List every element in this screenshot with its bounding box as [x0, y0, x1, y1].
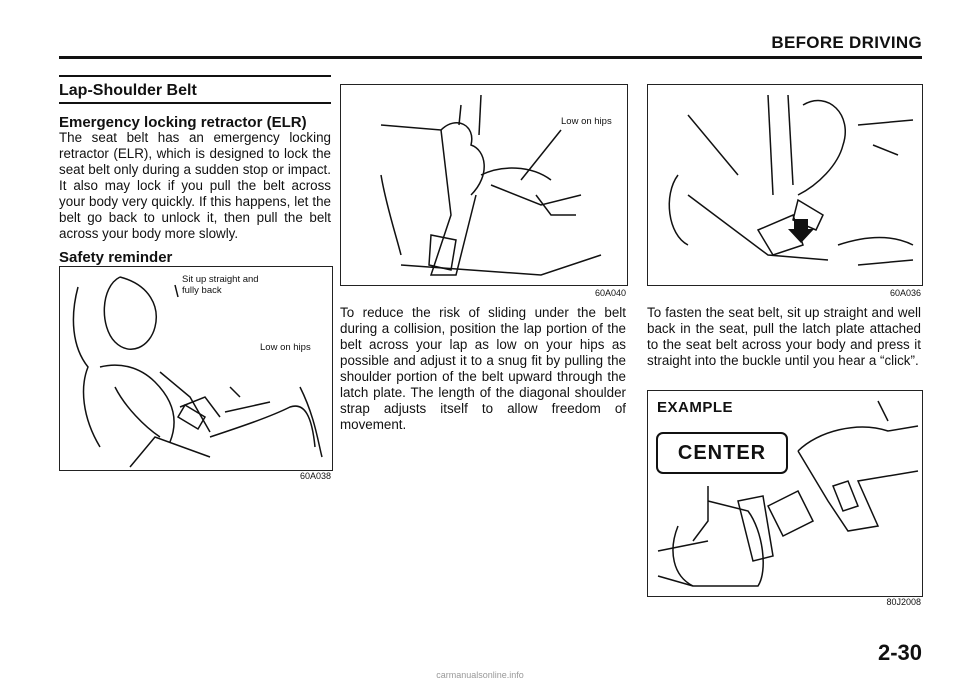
- page-header-title: BEFORE DRIVING: [771, 33, 922, 52]
- figure-sitting-posture: Sit up straight and fully back Low on hi…: [59, 266, 333, 471]
- figure-lap-belt: Low on hips: [340, 84, 628, 286]
- down-arrow-icon: [788, 219, 814, 243]
- figure-fasten-belt: [647, 84, 923, 286]
- fig4-code: 80J2008: [886, 597, 921, 607]
- fig1-code: 60A038: [299, 471, 331, 481]
- safety-reminder-heading: Safety reminder: [59, 249, 173, 266]
- middle-paragraph: To reduce the risk of sliding under the …: [340, 305, 626, 432]
- example-label: EXAMPLE: [657, 399, 734, 416]
- section-rule-bottom: [59, 102, 331, 104]
- center-label: CENTER: [677, 442, 767, 464]
- buckle-example-illustration: [657, 400, 919, 587]
- center-callout: CENTER: [656, 432, 788, 474]
- elr-heading: Emergency locking retractor (ELR): [59, 114, 307, 131]
- fig2-code: 60A040: [594, 288, 626, 298]
- figure-example-buckle: EXAMPLE CENTER: [647, 390, 923, 597]
- fig1-label-posture: Sit up straight and fully back: [182, 274, 259, 296]
- section-title: Lap-Shoulder Belt: [59, 82, 197, 99]
- footer-watermark: carmanualsonline.info: [436, 670, 524, 680]
- page-number: 2-30: [877, 640, 922, 665]
- elr-body: The seat belt has an emergency locking r…: [59, 130, 331, 241]
- lap-belt-illustration: [380, 94, 602, 276]
- header-rule: [59, 56, 922, 59]
- fig2-label-hips: Low on hips: [561, 116, 612, 127]
- section-rule-top: [59, 75, 331, 77]
- fig1-label-hips: Low on hips: [260, 342, 311, 353]
- right-paragraph: To fasten the seat belt, sit up straight…: [647, 305, 921, 368]
- fig3-code: 60A036: [889, 288, 921, 298]
- fasten-buckle-illustration: [668, 94, 914, 266]
- seated-person-illustration: [72, 276, 323, 468]
